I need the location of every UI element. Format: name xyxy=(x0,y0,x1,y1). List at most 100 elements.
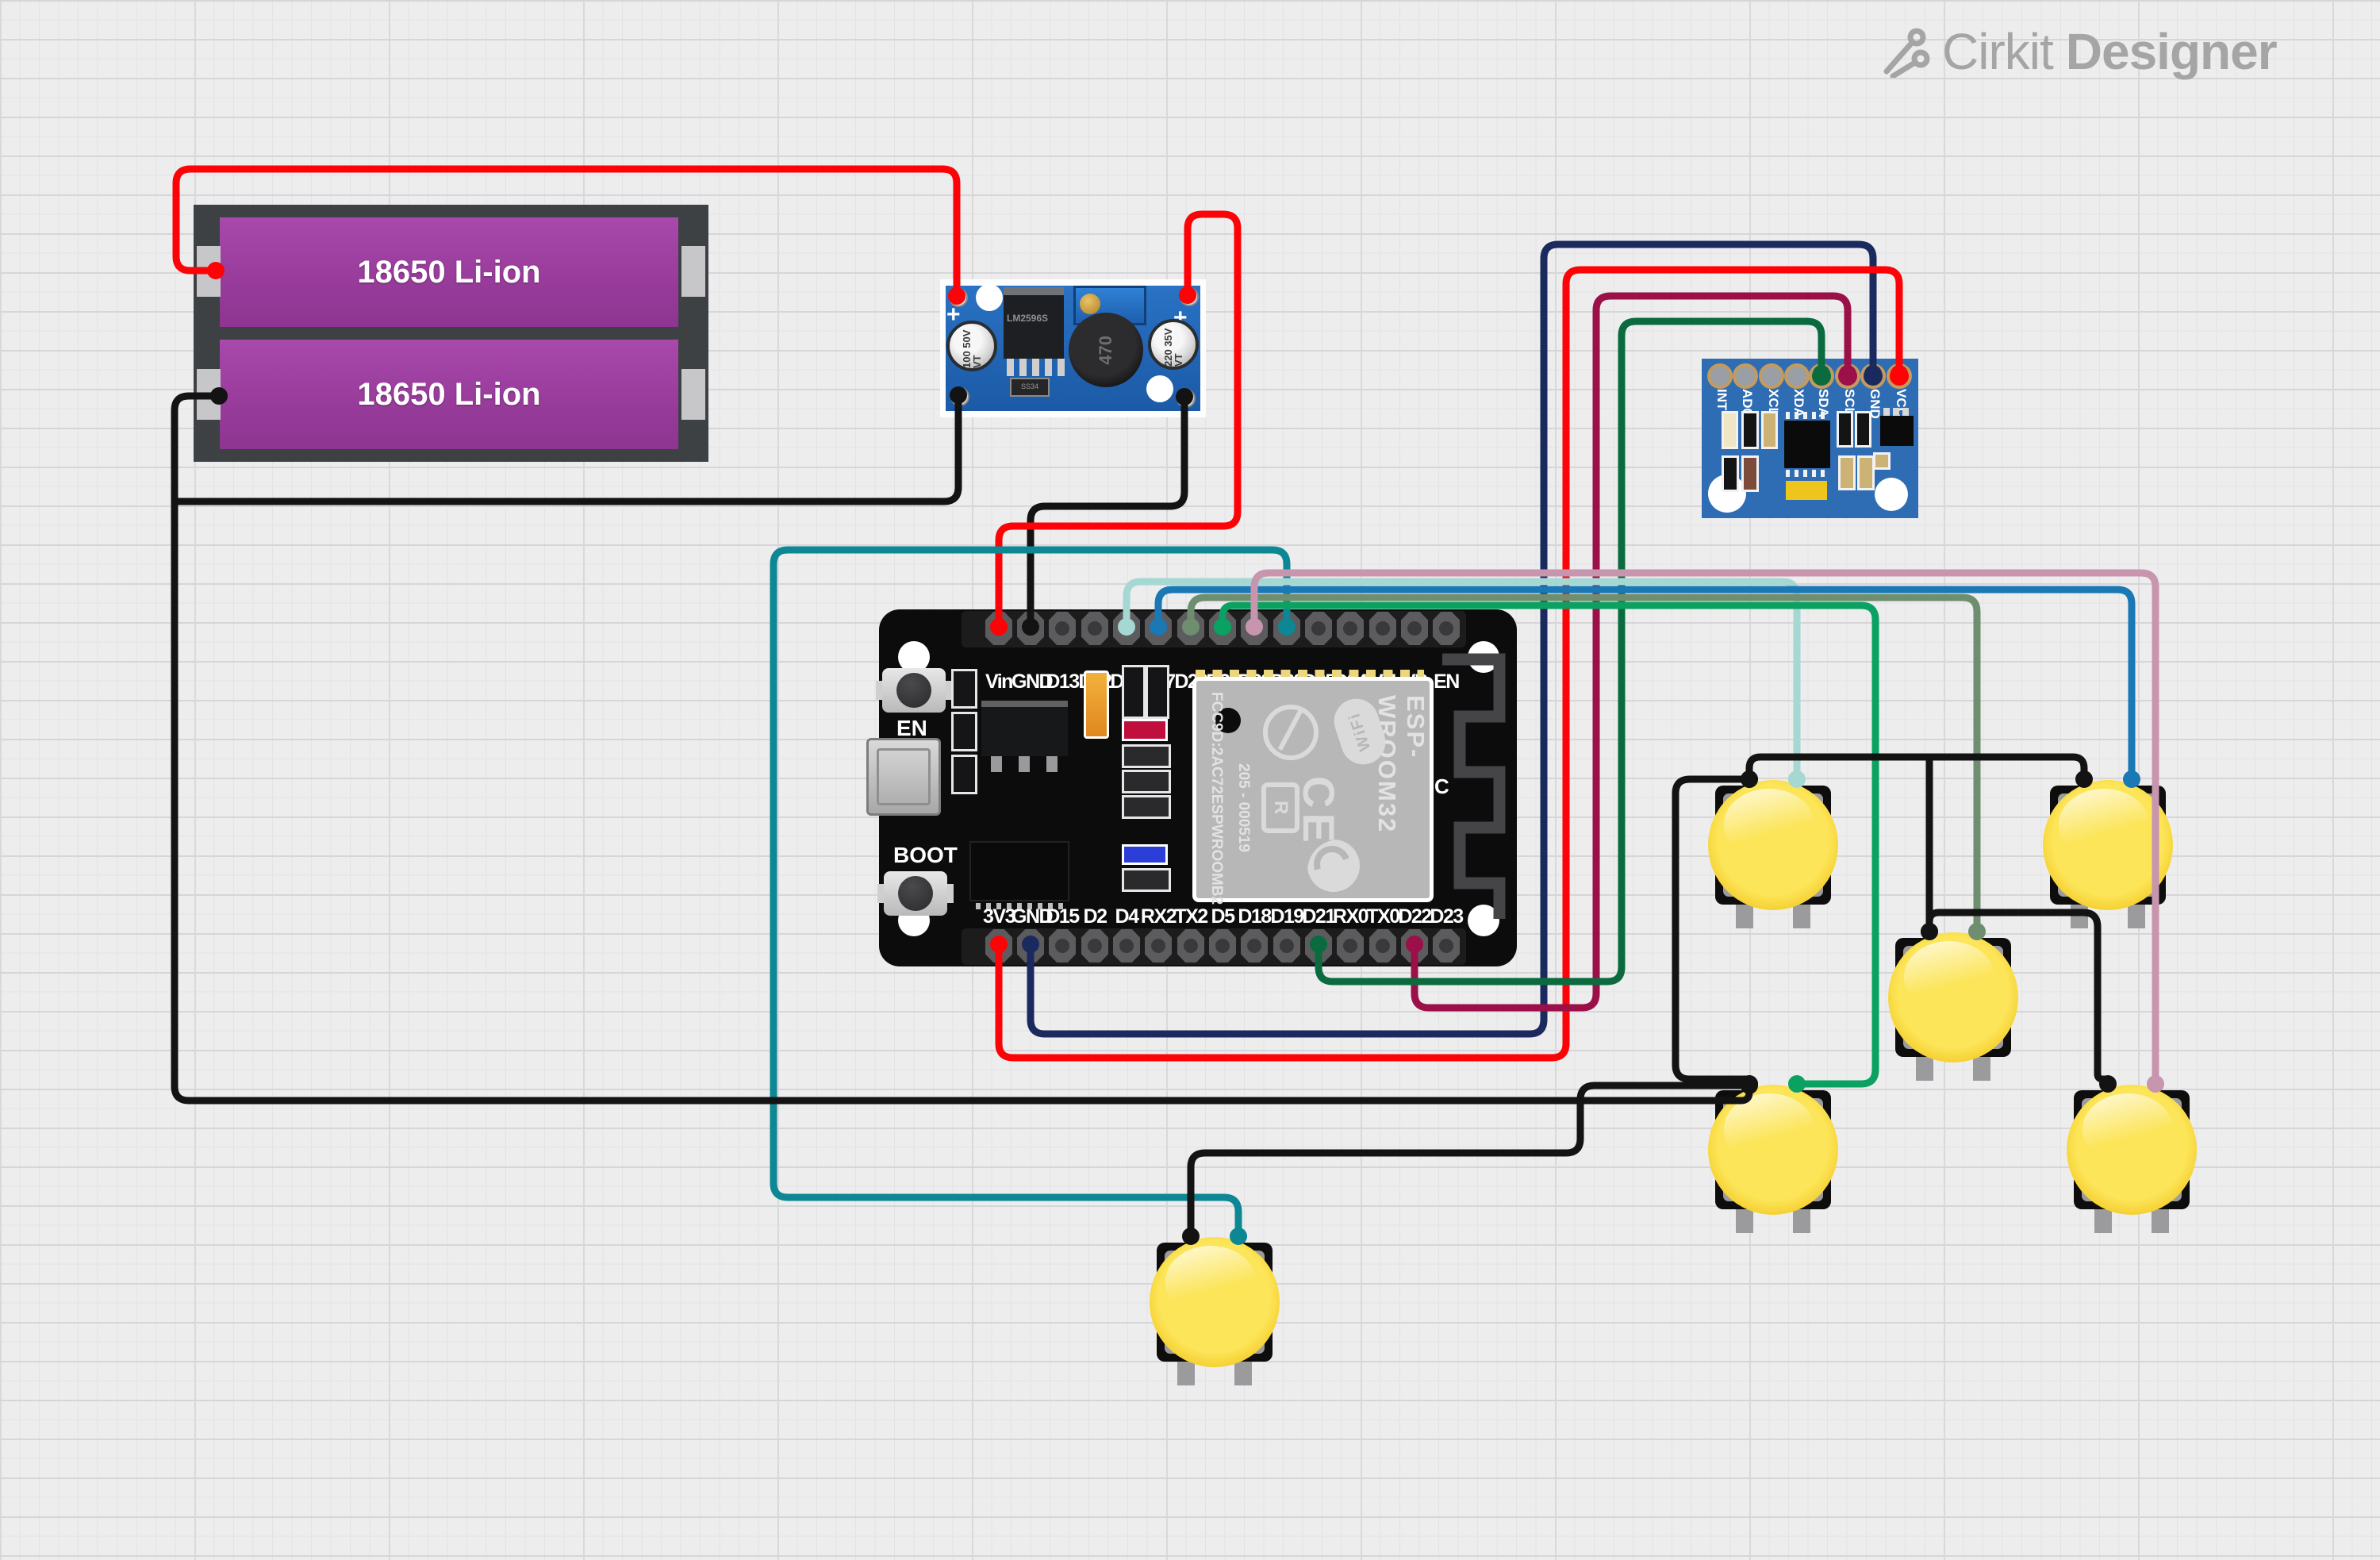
esp32-pin-pad-d27[interactable] xyxy=(1145,612,1172,645)
esp32-pin-pad-d35[interactable] xyxy=(1305,612,1332,645)
esp32-pin-pad-d2[interactable] xyxy=(1081,929,1108,963)
esp32-pin-pad-vin[interactable] xyxy=(985,612,1012,645)
battery-holder[interactable]: 18650 Li-ion 18650 Li-ion xyxy=(194,205,708,462)
esp32-smd xyxy=(1122,770,1171,793)
pushbutton-top-right-cap[interactable] xyxy=(2043,780,2173,910)
esp32-pin-pad-tx0[interactable] xyxy=(1369,929,1396,963)
pushbutton-bottom-center-cap[interactable] xyxy=(1150,1237,1280,1367)
esp32-smd xyxy=(1122,868,1171,892)
battery-cell-2[interactable]: 18650 Li-ion xyxy=(220,340,678,449)
sensor-smd xyxy=(1722,411,1738,449)
logo-text-cirkit: Cirkit xyxy=(1942,23,2054,80)
esp32-pin-pad-d5[interactable] xyxy=(1209,929,1236,963)
buck-converter-lm2596[interactable]: + + 100 50V VT LM2596S 470 SS34 220 35V … xyxy=(940,279,1206,417)
esp32-pin-pad-d22[interactable] xyxy=(1401,929,1428,963)
button-leg xyxy=(1973,1057,1990,1081)
esp32-pin-pad-d21[interactable] xyxy=(1305,929,1332,963)
esp32-smd xyxy=(1122,665,1146,719)
esp32-pin-pad-vn[interactable] xyxy=(1369,612,1396,645)
esp32-boot-button[interactable] xyxy=(877,871,947,916)
buck-cap-out-label: 220 35V VT xyxy=(1162,328,1184,367)
esp32-pin-pad-d25[interactable] xyxy=(1209,612,1236,645)
esp32-pin-pad-d13[interactable] xyxy=(1049,612,1076,645)
sensor-pin-vcc[interactable] xyxy=(1887,363,1912,389)
esp32-voltage-regulator xyxy=(981,701,1068,772)
module-fcc-text: FCC9D:2AC72ESPWROOMB2 xyxy=(1208,692,1225,905)
esp32-pin-pad-tx2[interactable] xyxy=(1177,929,1204,963)
buck-ic-label: LM2596S xyxy=(1007,313,1049,324)
esp32-pin-pad-rx0[interactable] xyxy=(1337,929,1364,963)
esp32-en-button[interactable] xyxy=(876,668,946,713)
battery1-pos-terminal[interactable] xyxy=(681,246,705,297)
esp32-pin-pad-d32[interactable] xyxy=(1273,612,1300,645)
pushbutton-top-left[interactable] xyxy=(1708,780,1838,928)
esp32-pin-pad-3v3[interactable] xyxy=(985,929,1012,963)
buck-in-minus-pad[interactable] xyxy=(950,387,969,406)
buck-in-plus-mark: + xyxy=(946,302,961,328)
esp32-pin-pad-d12[interactable] xyxy=(1081,612,1108,645)
sensor-hole-right xyxy=(1875,478,1908,511)
pushbutton-top-left-cap[interactable] xyxy=(1708,780,1838,910)
pushbutton-bottom-left-cap[interactable] xyxy=(1708,1085,1838,1215)
esp32-devkit-board[interactable]: VinGNDD13D12D14D27D26D25D33D32D35D34VNVP… xyxy=(866,609,1517,966)
esp32-pin-pad-d4[interactable] xyxy=(1113,929,1140,963)
esp32-pin-pad-d18[interactable] xyxy=(1241,929,1268,963)
pushbutton-middle-cap[interactable] xyxy=(1888,932,2018,1062)
esp32-pin-pad-d19[interactable] xyxy=(1273,929,1300,963)
buck-trimmer-screw xyxy=(1080,294,1100,314)
esp32-pin-pad-gnd[interactable] xyxy=(1017,612,1044,645)
sensor-smd xyxy=(1741,411,1759,449)
button-leg xyxy=(2094,1209,2112,1233)
sensor-pin-xcl[interactable] xyxy=(1759,363,1784,389)
logo-text-designer: Designer xyxy=(2065,23,2278,80)
esp32-pin-pad-d26[interactable] xyxy=(1177,612,1204,645)
esp32-pin-pad-d34[interactable] xyxy=(1337,612,1364,645)
esp32-pin-pad-vp[interactable] xyxy=(1401,612,1428,645)
wire-chain-button4-button6[interactable] xyxy=(1187,1082,1753,1240)
battery-cell-1[interactable]: 18650 Li-ion xyxy=(220,217,678,327)
pushbutton-bottom-right[interactable] xyxy=(2067,1085,2197,1233)
pushbutton-bottom-center[interactable] xyxy=(1150,1237,1280,1385)
esp32-smd xyxy=(1122,744,1171,768)
esp32-usb-connector[interactable] xyxy=(866,738,941,816)
pushbutton-middle[interactable] xyxy=(1888,932,2018,1081)
sensor-pin-int[interactable] xyxy=(1707,363,1733,389)
pushbutton-bottom-left[interactable] xyxy=(1708,1085,1838,1233)
esp32-pin-pad-en[interactable] xyxy=(1433,612,1460,645)
pushbutton-top-right[interactable] xyxy=(2043,780,2173,928)
sensor-smd xyxy=(1741,455,1759,492)
module-serial-text: 205 - 000519 xyxy=(1235,763,1252,852)
battery2-neg-terminal[interactable] xyxy=(197,369,221,420)
buck-out-plus-pad[interactable] xyxy=(1180,287,1199,306)
buck-hole-right xyxy=(1146,375,1173,402)
pushbutton-bottom-right-cap[interactable] xyxy=(2067,1085,2197,1215)
wire-chain-button1-button2[interactable] xyxy=(1745,753,2088,783)
esp32-smd xyxy=(1146,665,1169,719)
buck-ic-leg xyxy=(1045,359,1052,376)
cirkit-designer-logo: Cirkit Designer xyxy=(1882,22,2278,81)
button-leg xyxy=(1234,1362,1252,1385)
esp32-pin-pad-d33[interactable] xyxy=(1241,612,1268,645)
esp32-pin-pad-rx2[interactable] xyxy=(1145,929,1172,963)
sensor-smd xyxy=(1722,455,1739,492)
esp32-red-component xyxy=(1122,719,1168,741)
esp32-pin-pad-d15[interactable] xyxy=(1049,929,1076,963)
sensor-pin-ad0[interactable] xyxy=(1733,363,1758,389)
sensor-pin-xda[interactable] xyxy=(1784,363,1810,389)
sensor-pin-scl[interactable] xyxy=(1835,363,1860,389)
wire-buck-out-neg-to-esp-gnd[interactable] xyxy=(1027,393,1188,631)
buck-out-minus-pad[interactable] xyxy=(1177,389,1196,408)
sensor-regulator xyxy=(1880,408,1914,446)
esp32-pin-pad-d14[interactable] xyxy=(1113,612,1140,645)
buck-ic-leg xyxy=(1058,359,1065,376)
sensor-pin-sda[interactable] xyxy=(1809,363,1834,389)
battery2-pos-terminal[interactable] xyxy=(681,369,705,420)
buck-output-capacitor: 220 35V VT xyxy=(1148,319,1199,370)
button-leg xyxy=(1177,1362,1195,1385)
battery1-neg-terminal[interactable] xyxy=(197,246,221,297)
esp32-pin-pad-d23[interactable] xyxy=(1433,929,1460,963)
sensor-pin-gnd[interactable] xyxy=(1860,363,1886,389)
esp32-pin-pad-gnd[interactable] xyxy=(1017,929,1044,963)
wire-buck-out-pos-to-esp-vin[interactable] xyxy=(995,210,1242,631)
